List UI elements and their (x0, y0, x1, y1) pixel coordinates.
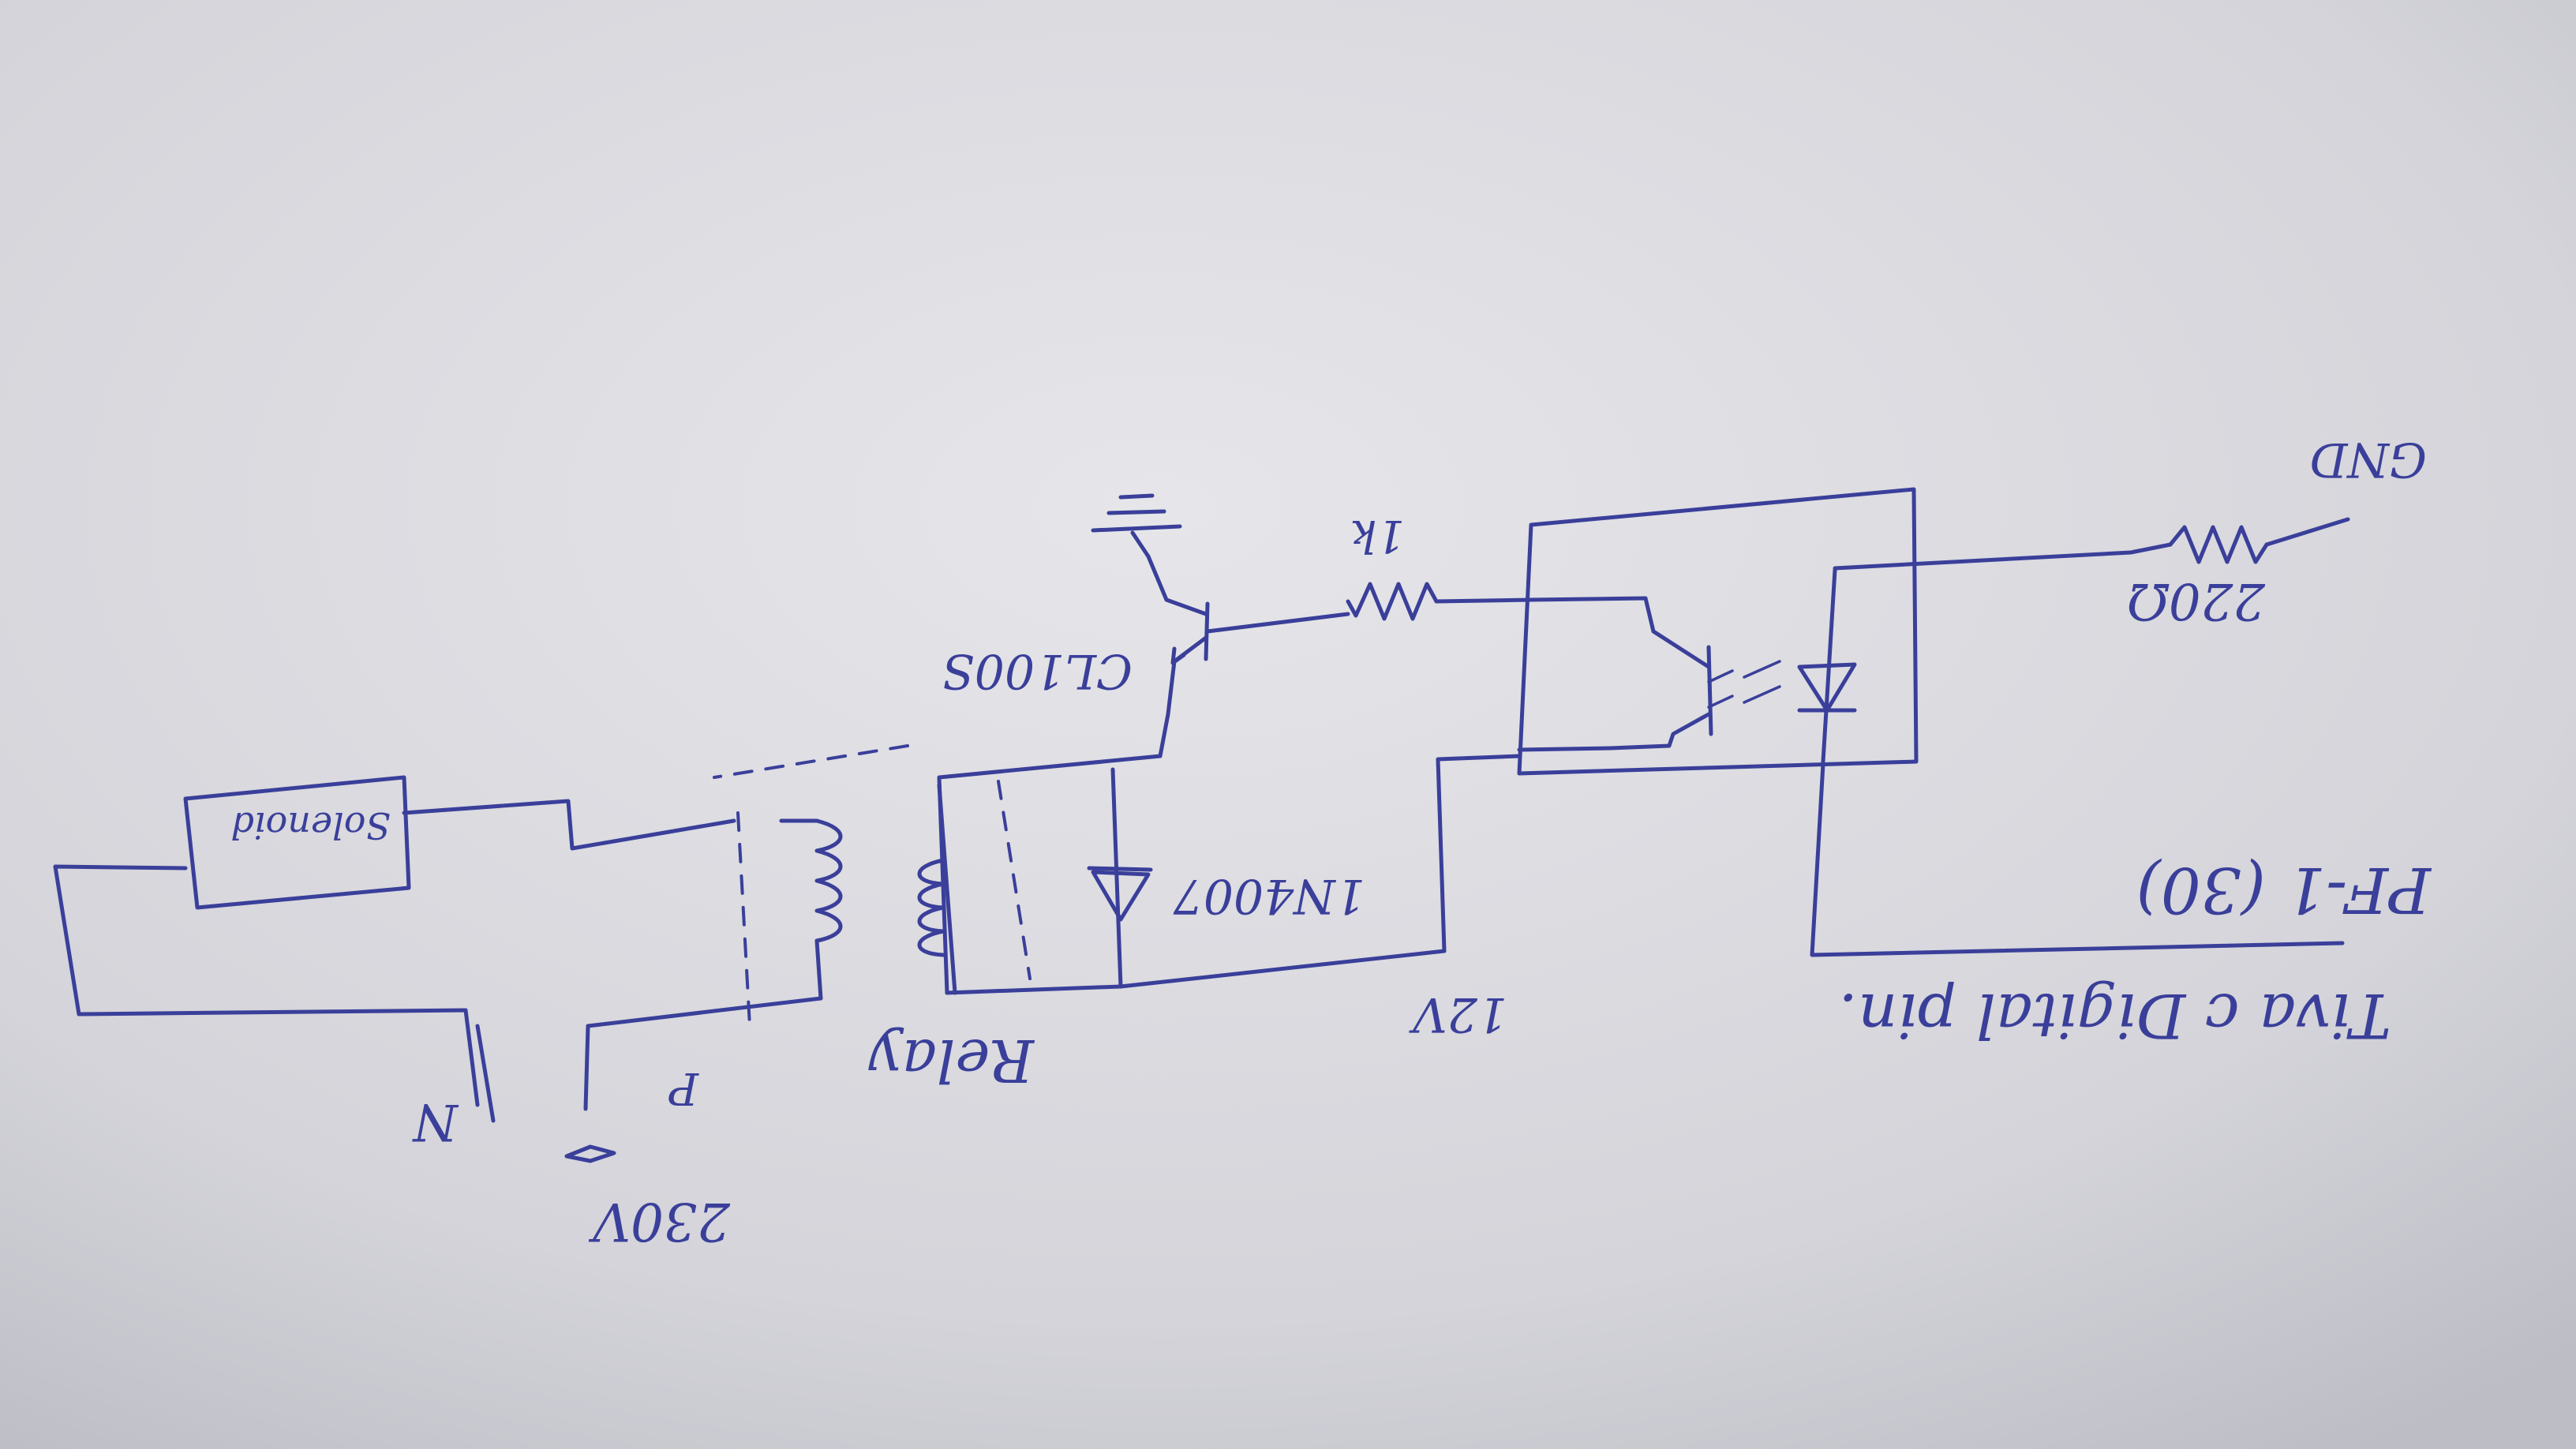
port-pin-label: PF-1 (30) (2136, 853, 2432, 927)
mains-terminals (475, 1024, 616, 1163)
gnd-label: GND (2309, 432, 2427, 487)
relay-contacts (583, 811, 843, 1111)
transistor-label: CL100S (942, 643, 1133, 698)
relay-coil-section (917, 754, 1163, 995)
neutral-label: N (412, 1092, 459, 1151)
transistor (1091, 493, 1210, 758)
resistor-1k (1205, 582, 1533, 634)
diode-label: 1N4007 (1173, 868, 1365, 923)
gnd-wire (1833, 517, 2350, 571)
optocoupler (1517, 487, 1919, 776)
port-pin-wire (1810, 762, 2345, 957)
phase-label: P (668, 1062, 699, 1114)
supply-12v-label: 12V (1409, 987, 1507, 1042)
supply-wire (945, 754, 1522, 995)
mains-voltage-label: 230V (588, 1191, 731, 1252)
relay-label: Relay (868, 1026, 1035, 1094)
resistor-1k-label: 1k (1350, 510, 1405, 561)
solenoid-box (53, 775, 736, 1107)
caption-label: Tiva c Digital pin. (1838, 979, 2391, 1050)
relay-link-dashed (713, 744, 909, 779)
solenoid-label: Solenoid (230, 804, 391, 847)
resistor-220-label: 220Ω (2127, 571, 2266, 630)
